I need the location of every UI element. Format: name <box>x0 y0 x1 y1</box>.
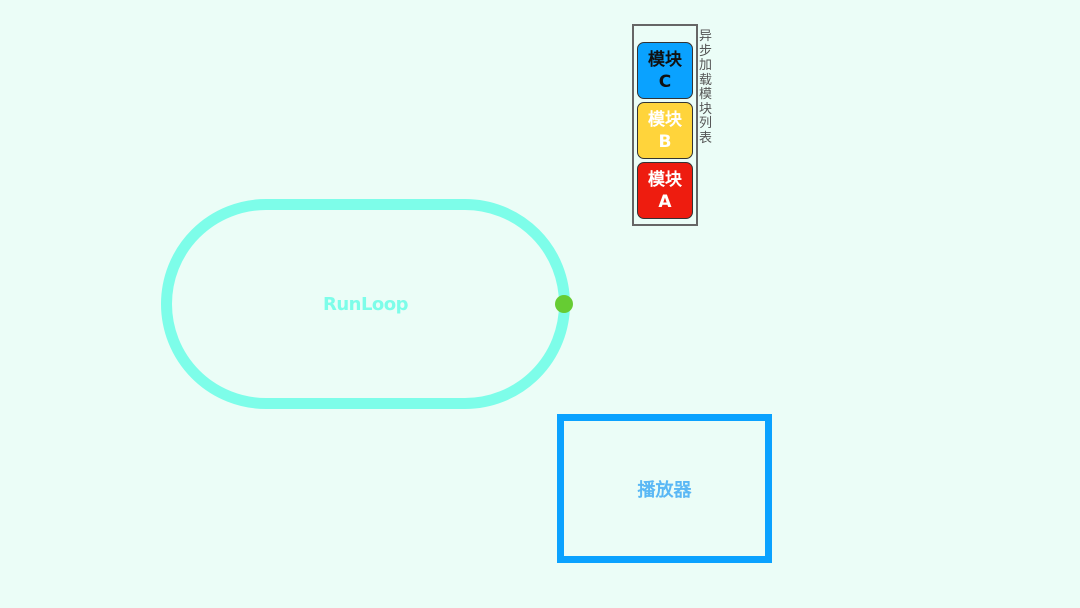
module-queue-label: 异步加载模块列表 <box>699 29 713 146</box>
runloop-label: RunLoop <box>322 293 409 315</box>
runloop-track: RunLoop <box>161 199 570 409</box>
player-box: 播放器 <box>557 414 772 563</box>
module-c: 模块 C <box>637 42 693 99</box>
module-b: 模块 B <box>637 102 693 159</box>
player-label: 播放器 <box>637 479 692 501</box>
runloop-marker-dot <box>555 295 573 313</box>
module-a: 模块 A <box>637 162 693 219</box>
module-queue: 模块 C 模块 B 模块 A <box>632 24 698 226</box>
